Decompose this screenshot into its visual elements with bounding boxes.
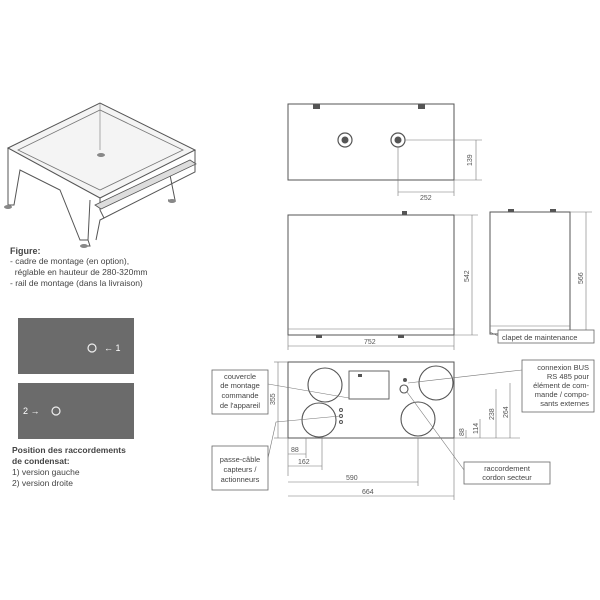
side-view-drawing <box>489 209 592 335</box>
figure-item-3: - rail de montage (dans la livraison) <box>10 278 143 288</box>
passe-cable-label-box <box>211 445 269 491</box>
raccordement-label-box <box>463 461 551 485</box>
dim-664: 664 <box>362 489 374 496</box>
connexion-label-1: connexion BUS <box>537 363 589 372</box>
condensate-title-1: Position des raccordements <box>12 445 126 455</box>
dim-590: 590 <box>346 475 358 482</box>
dim-139: 139 <box>467 154 474 166</box>
couvercle-label-3: commande <box>221 391 258 400</box>
connexion-label-box <box>521 359 595 413</box>
figure-item-1: - cadre de montage (en option), <box>10 256 129 266</box>
bottom-view-drawing <box>274 361 520 500</box>
figure-item-2: réglable en hauteur de 280-320mm <box>10 267 148 277</box>
dim-566: 566 <box>578 272 585 284</box>
mounting-frame-illustration <box>4 102 197 248</box>
panel-marker-1: ← 1 <box>104 343 121 353</box>
couvercle-label-box <box>211 369 269 415</box>
connexion-label-5: sants externes <box>540 399 589 408</box>
passe-cable-label-1: passe-câble <box>220 455 260 464</box>
raccordement-label-1: raccordement <box>484 464 531 473</box>
dim-355: 355 <box>270 393 277 405</box>
connexion-label-2: RS 485 pour <box>547 372 590 381</box>
front-view-drawing <box>287 211 478 350</box>
connexion-label-4: mande / compo- <box>535 390 590 399</box>
dim-238: 238 <box>489 408 496 420</box>
connexion-label-3: élément de com- <box>533 381 589 390</box>
dim-88-horizontal: 88 <box>291 447 299 454</box>
passe-cable-label-3: actionneurs <box>221 475 260 484</box>
dim-88-vertical: 88 <box>459 428 466 436</box>
dim-264: 264 <box>503 406 510 418</box>
condensate-panel-left: ← 1 <box>18 318 134 374</box>
couvercle-label-2: de montage <box>220 381 260 390</box>
condensate-title-2: de condensat: <box>12 456 70 466</box>
condensate-item-1: 1) version gauche <box>12 467 80 477</box>
couvercle-label-4: de l'appareil <box>220 401 261 410</box>
condensate-panel-right: 2 → <box>18 383 134 439</box>
figure-title: Figure: <box>10 246 41 256</box>
panel-marker-2: 2 → <box>23 406 40 416</box>
couvercle-label-1: couvercle <box>224 372 256 381</box>
dim-752: 752 <box>364 339 376 346</box>
dim-542: 542 <box>464 270 471 282</box>
dim-162: 162 <box>298 459 310 466</box>
clapet-label-box <box>497 329 595 344</box>
dim-252: 252 <box>420 195 432 202</box>
raccordement-label-2: cordon secteur <box>482 473 532 482</box>
dim-114: 114 <box>473 423 480 434</box>
clapet-label: clapet de maintenance <box>502 333 577 342</box>
condensate-item-2: 2) version droite <box>12 478 73 488</box>
top-view-drawing <box>287 103 482 196</box>
passe-cable-label-2: capteurs / <box>224 465 258 474</box>
